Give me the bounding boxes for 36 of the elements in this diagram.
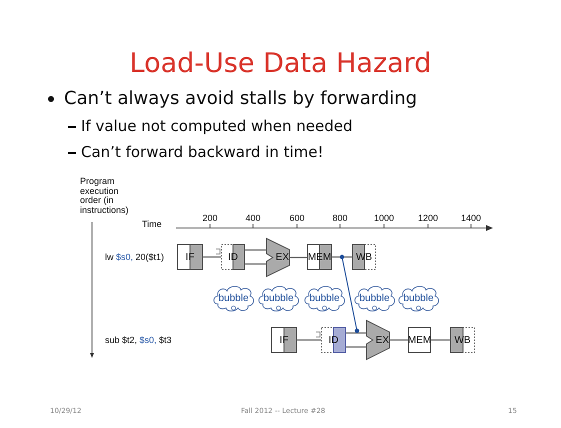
sub-bullet-text: Can’t forward backward in time! — [81, 143, 324, 161]
tick-label: 1000 — [374, 213, 394, 223]
instruction-text: sub $t2, $s0, $t3 — [105, 335, 172, 345]
pipeline-stage-box: ID — [221, 244, 245, 270]
tick-label: 800 — [331, 213, 349, 223]
bullet-text: Can’t always avoid stalls by forwarding — [64, 88, 418, 109]
pipeline-stage-box: MEM — [307, 244, 332, 270]
pipeline-stage-box: IF — [271, 327, 297, 353]
pipeline-connector — [345, 332, 367, 348]
pipeline-connector — [332, 256, 352, 258]
pipeline-connector — [244, 249, 267, 265]
bubble-cloud: bubble — [303, 284, 346, 312]
alu-shape: EX — [366, 320, 390, 360]
tick-label: 1200 — [418, 213, 438, 223]
alu-shape: EX — [266, 238, 290, 277]
forwarding-path — [340, 254, 360, 333]
axis-label: Time — [142, 219, 162, 229]
bubble-cloud: bubble — [257, 284, 300, 312]
tick-label: 200 — [201, 213, 219, 223]
bubble-cloud: bubble — [397, 284, 440, 312]
pipeline-stage-box: IF — [177, 244, 203, 270]
pipeline-stage-box: ID — [321, 327, 346, 353]
sub-bullet-text: If value not computed when needed — [81, 117, 353, 135]
tick-label: 600 — [288, 213, 306, 223]
pipeline-connector — [290, 256, 307, 258]
pipeline-connector — [203, 256, 221, 258]
pipeline-connector — [390, 339, 408, 341]
slide-title: Load-Use Data Hazard — [128, 48, 432, 79]
bubble-cloud: bubble — [353, 284, 396, 312]
instruction-text: lw $s0, 20($t1) — [105, 252, 164, 262]
tick-label: 1400 — [461, 213, 481, 223]
axis-label: Program execution order (in instructions) — [80, 177, 130, 215]
tick-label: 400 — [244, 213, 262, 223]
pipeline-connector — [297, 339, 321, 341]
bubble-cloud: bubble — [212, 284, 255, 312]
pipeline-connector — [431, 339, 450, 341]
